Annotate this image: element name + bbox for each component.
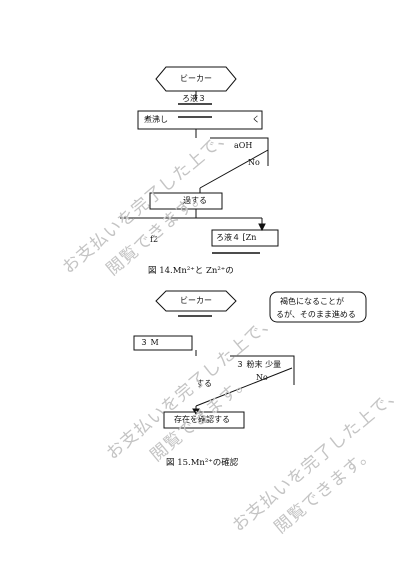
fig15-note-line1: 褐色になることが [280, 297, 344, 306]
fig15-reagent-label: ３ 粉末 少量 [236, 360, 282, 369]
fig15-left-fragment: する [196, 379, 212, 388]
fig15-confirm-label: 存在を確認する [174, 415, 230, 424]
fig14-start-label: ビーカー [180, 74, 212, 83]
fig15-caption: 図 15.Mn²⁺の確認 [166, 458, 239, 468]
fig15-start-hexagon [155, 290, 237, 312]
fig14-start-hexagon [155, 66, 237, 92]
fig15-mn-label: ３ M [140, 338, 159, 347]
fig15-note-box [269, 291, 367, 323]
fig15-decision-diagonal [195, 367, 293, 407]
fig14-left-fragment: f2 [150, 235, 159, 244]
fig14-filtrate4-label: ろ液４ [Zn [216, 233, 257, 242]
fig15-confirm-box [163, 411, 245, 429]
fig14-filtrate4-box [211, 229, 279, 247]
fig14-no-label: No [248, 158, 260, 167]
fig15-no-label: No [256, 373, 268, 382]
fig14-boil-label: 煮沸し [144, 115, 168, 124]
fig14-boil-box [137, 110, 263, 130]
fig14-filter-box [149, 192, 223, 210]
fig14-caption: 図 14.Mn²⁺と Zn²⁺の [148, 266, 234, 276]
fig14-filtrate3-label: ろ液３ [182, 94, 206, 103]
fig14-filter-label: 過する [183, 196, 207, 205]
fig14-naoh-label: aOH [234, 141, 253, 150]
fig15-note-line2: るが、そのまま進める [276, 310, 356, 319]
fig15-start-label: ビーカー [180, 296, 212, 305]
fig14-boil-label-tail: く [252, 115, 260, 124]
fig14-decision-diagonal [199, 149, 269, 189]
fig15-mn-box [133, 335, 193, 351]
